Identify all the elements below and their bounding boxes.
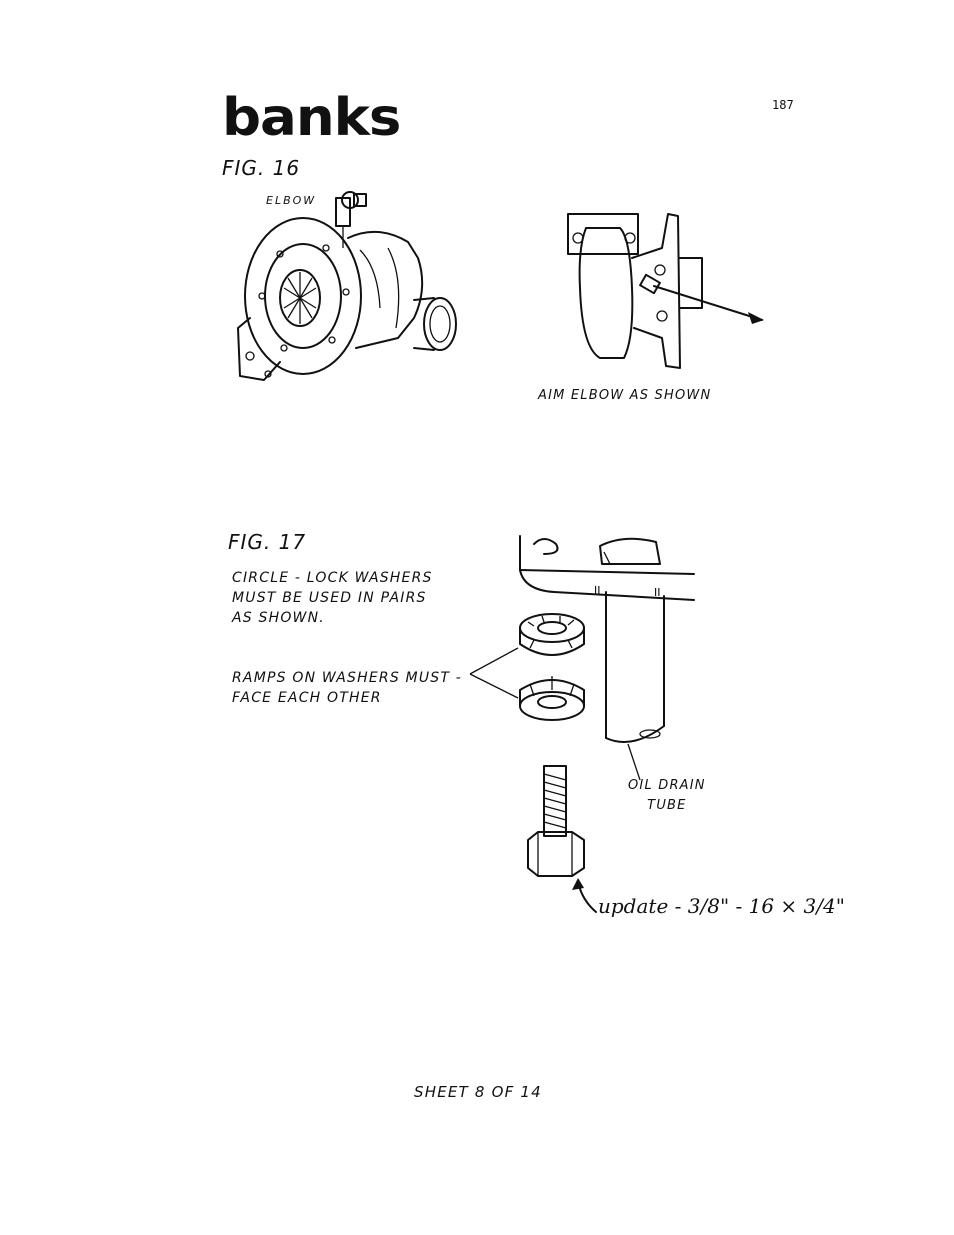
ramps-line-1: RAMPS ON WASHERS MUST - xyxy=(232,668,462,688)
oil-drain-line-1: OIL DRAIN xyxy=(628,776,706,796)
sheet-label: SHEET 8 OF 14 xyxy=(414,1082,542,1102)
fig17-title: FIG. 17 xyxy=(228,530,306,554)
banks-logo: banks xyxy=(222,92,400,144)
fig16-title: FIG. 16 xyxy=(222,156,300,180)
ramps-note: RAMPS ON WASHERS MUST - FACE EACH OTHER xyxy=(232,668,462,708)
svg-text:II: II xyxy=(594,584,601,597)
fig16-caption: AIM ELBOW AS SHOWN xyxy=(538,386,711,406)
svg-text:II: II xyxy=(654,586,661,599)
page-number: 187 xyxy=(772,98,794,112)
circle-lock-note: CIRCLE - LOCK WASHERS MUST BE USED IN PA… xyxy=(232,568,433,628)
note-line-1: CIRCLE - LOCK WASHERS xyxy=(232,568,433,588)
washer-bolt-illustration: II II xyxy=(464,530,704,890)
handwritten-update: update - 3/8" - 16 × 3/4" xyxy=(598,894,845,918)
note-line-3: AS SHOWN. xyxy=(232,608,433,628)
turbo-elbow-illustration xyxy=(228,188,478,388)
turbo-side-view-illustration xyxy=(562,208,772,378)
oil-drain-label: OIL DRAIN TUBE xyxy=(628,776,706,816)
ramps-line-2: FACE EACH OTHER xyxy=(232,688,462,708)
oil-drain-line-2: TUBE xyxy=(628,796,706,816)
note-line-2: MUST BE USED IN PAIRS xyxy=(232,588,433,608)
